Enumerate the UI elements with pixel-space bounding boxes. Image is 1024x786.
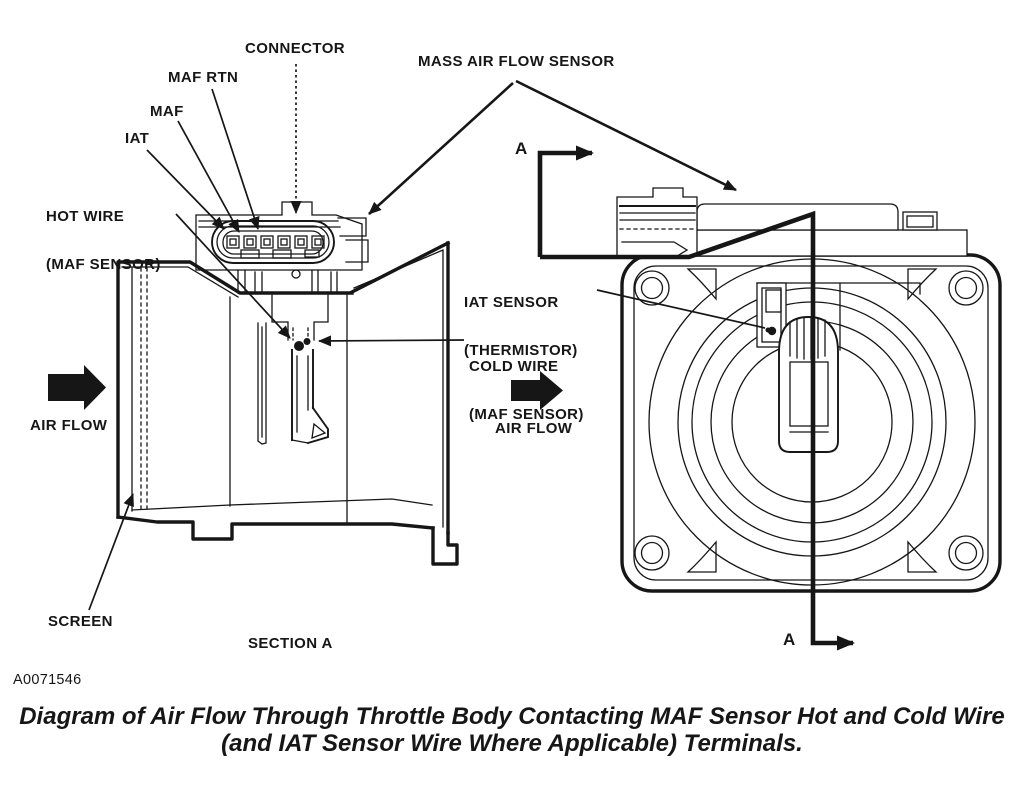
leader-lines	[88, 64, 737, 611]
cold-wire-leader-line	[318, 335, 465, 347]
figure-caption-line1: Diagram of Air Flow Through Throttle Bod…	[19, 703, 1005, 730]
maf-sensor-leader-left	[368, 82, 514, 215]
screen-leader-line	[88, 493, 134, 611]
maf-label: MAF	[150, 103, 184, 120]
figure-part-code: A0071546	[13, 672, 82, 688]
section-a-title: SECTION A	[248, 635, 333, 652]
iat-sensor-label-line1: IAT SENSOR	[464, 294, 559, 311]
cold-wire-label-line2: (MAF SENSOR)	[469, 406, 584, 423]
section-view-drawing	[48, 201, 563, 566]
mass-air-flow-sensor-label: MASS AIR FLOW SENSOR	[418, 53, 615, 70]
iat-sensor-leader-line	[596, 289, 766, 329]
air-flow-label-right: AIR FLOW	[495, 420, 573, 437]
connector-label: CONNECTOR	[245, 40, 345, 57]
maf-rtn-leader-line	[211, 88, 260, 230]
connector-pins	[226, 235, 325, 259]
cold-wire-label-line1: COLD WIRE	[469, 358, 559, 375]
air-flow-label-left: AIR FLOW	[30, 417, 108, 434]
maf-probe	[257, 322, 329, 445]
maf-leader-line	[177, 120, 240, 233]
airflow-arrow-left-icon	[48, 365, 106, 410]
iat-sensor-label: IAT SENSOR (THERMISTOR)	[464, 263, 578, 391]
section-connector-housing	[195, 201, 369, 341]
figure-caption: Diagram of Air Flow Through Throttle Bod…	[0, 703, 1024, 757]
screen-label: SCREEN	[48, 613, 113, 630]
section-marker-a-top: A	[515, 139, 528, 158]
iat-leader-line	[146, 149, 225, 230]
iat-sensor-label-line2: (THERMISTOR)	[464, 342, 578, 359]
section-line-a-a	[537, 145, 855, 651]
hot-wire-label: HOT WIRE (MAF SENSOR)	[46, 177, 161, 305]
maf-sensor-leader-right	[515, 79, 737, 192]
figure-caption-line2: (and IAT Sensor Wire Where Applicable) T…	[221, 730, 803, 757]
airflow-arrow-right-icon	[511, 371, 563, 410]
front-probe-assembly	[756, 282, 921, 453]
section-marker-a-bottom: A	[783, 630, 796, 649]
cold-wire-label: COLD WIRE (MAF SENSOR)	[469, 327, 584, 455]
hot-wire-label-line1: HOT WIRE	[46, 208, 125, 225]
front-connector	[616, 187, 968, 259]
hot-wire-label-line2: (MAF SENSOR)	[46, 256, 161, 273]
front-view-drawing	[537, 145, 1002, 651]
iat-label: IAT	[125, 130, 150, 147]
mounting-holes	[634, 270, 984, 571]
hot-wire-leader-line	[175, 213, 291, 339]
maf-rtn-label: MAF RTN	[168, 69, 239, 86]
